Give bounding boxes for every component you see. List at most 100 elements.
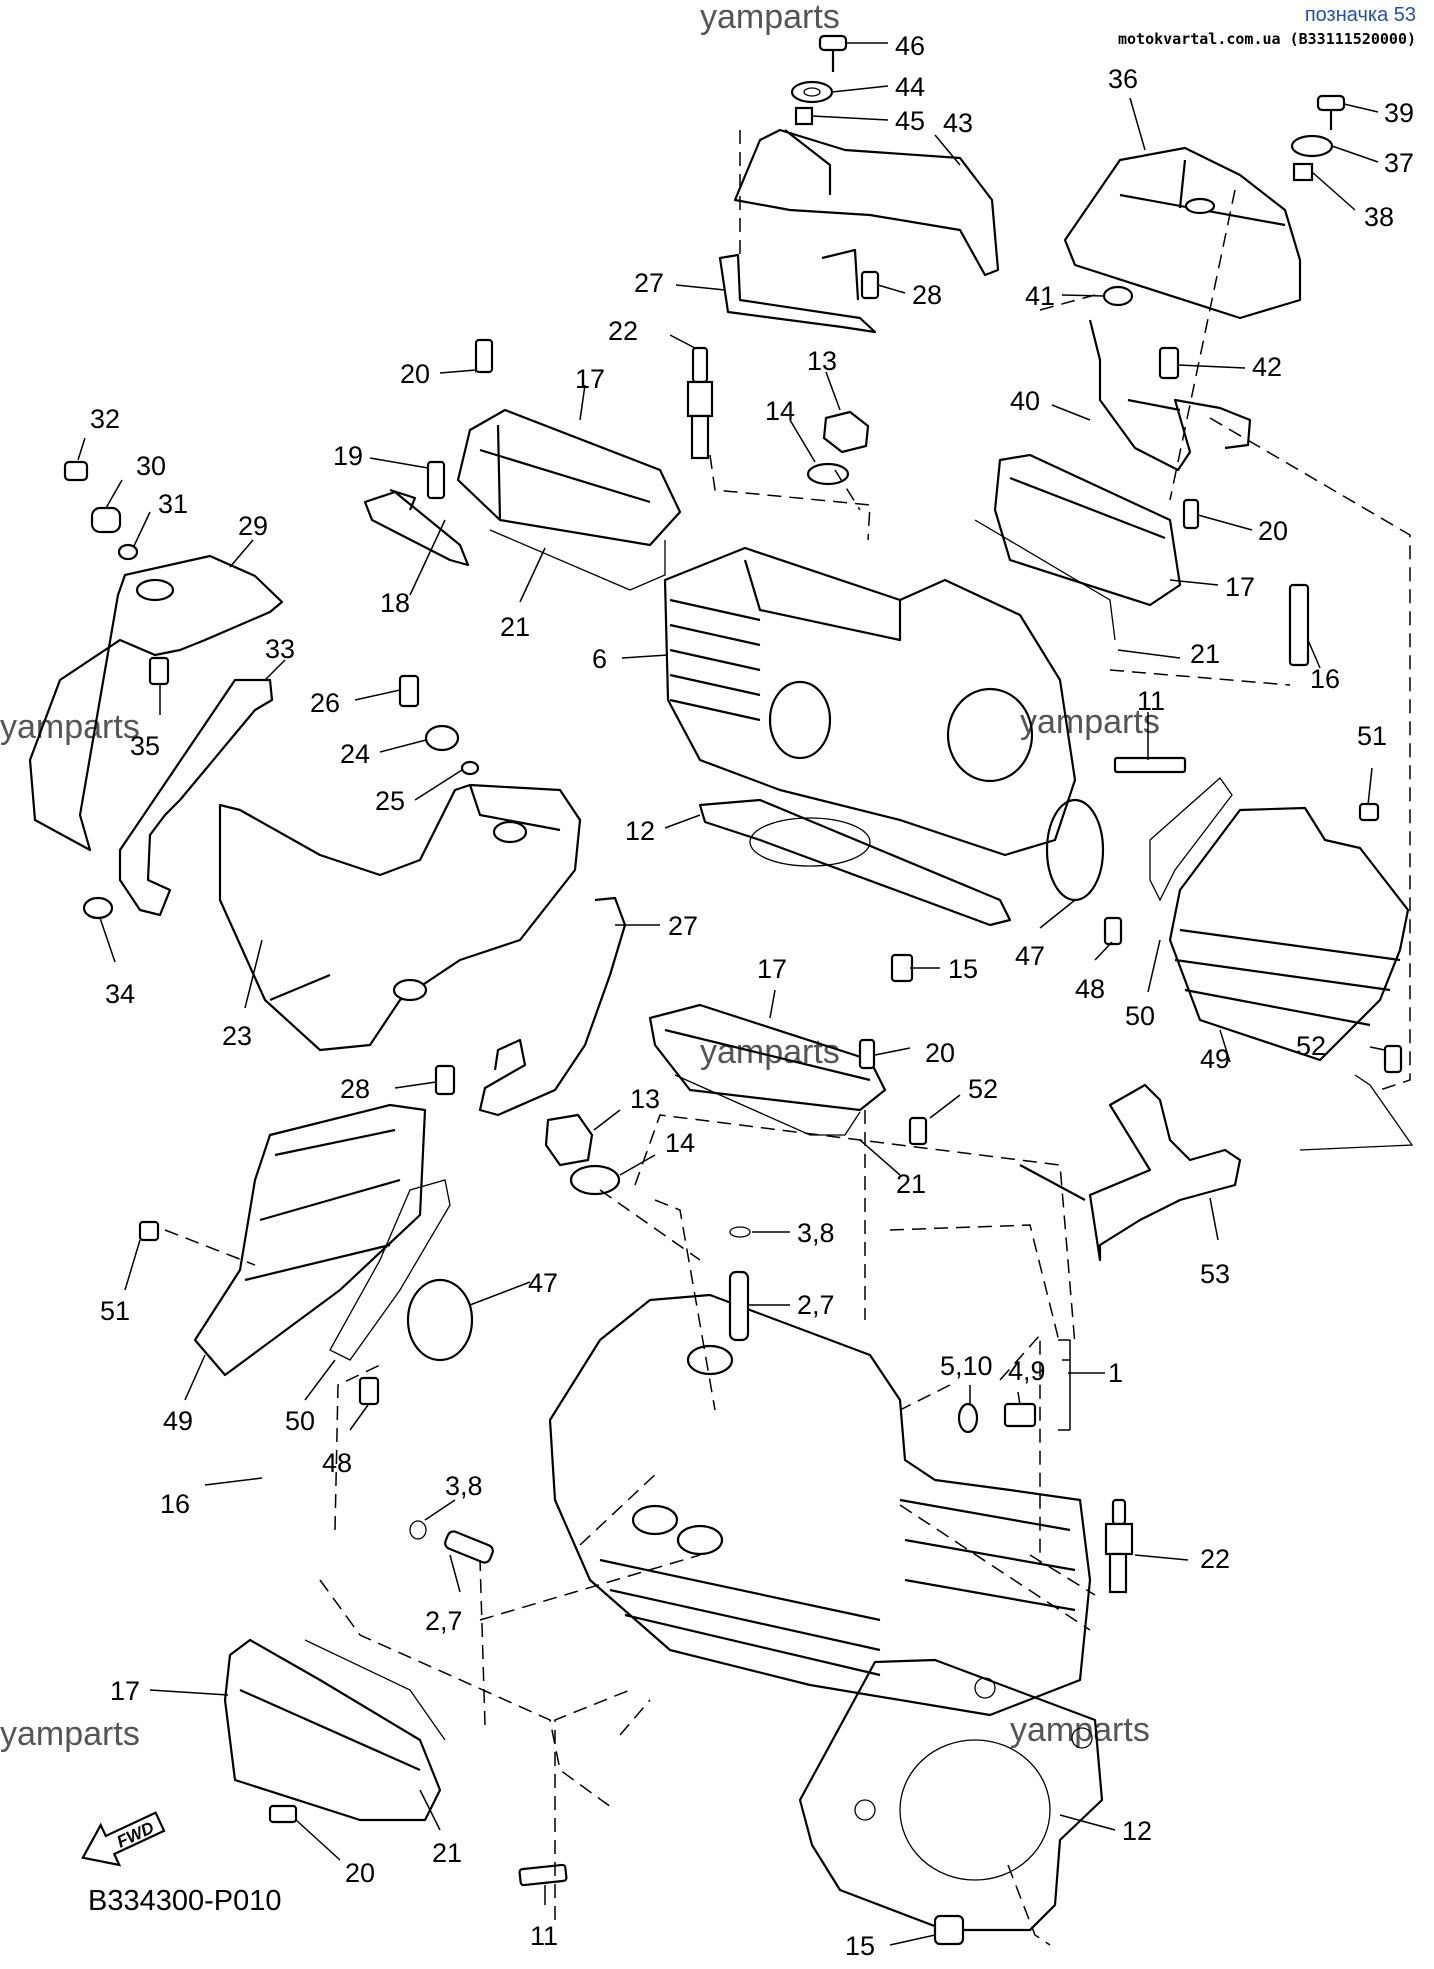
bolt-19-drawing <box>426 460 446 500</box>
valve-cover-17-middle-drawing <box>648 1003 887 1112</box>
bolt-42-drawing <box>1158 346 1180 380</box>
bolt-49-drawing <box>1003 1402 1037 1428</box>
bracket-33-drawing <box>118 678 274 917</box>
callout-20: 20 <box>400 359 430 389</box>
grommet-41-drawing <box>1102 285 1134 307</box>
gasket-21-drawing <box>489 529 666 591</box>
cylinder-head-6-drawing <box>663 546 1077 857</box>
callout-44: 44 <box>895 72 925 102</box>
watermark: yamparts <box>1020 703 1160 741</box>
grommet-37-drawing <box>1290 134 1334 158</box>
cover-29-drawing <box>28 554 284 852</box>
bracket-27-middle-drawing <box>478 896 627 1117</box>
bolt-20-right-drawing <box>1182 498 1200 530</box>
callout-22: 22 <box>608 316 638 346</box>
callout-42: 42 <box>1252 352 1282 382</box>
callout-35: 35 <box>130 731 160 761</box>
callout-32: 32 <box>90 404 120 434</box>
bolt-46-drawing <box>790 34 848 126</box>
grommet-34-drawing <box>82 896 114 920</box>
callout-21d: 21 <box>432 1838 462 1868</box>
clip-38-drawing <box>729 1226 751 1238</box>
diagram-code: B334300-P010 <box>88 1885 282 1917</box>
callout-47: 47 <box>1015 941 1045 971</box>
callout-3-8: 3,8 <box>797 1218 835 1248</box>
callout-13b: 13 <box>630 1084 660 1114</box>
callout-45: 45 <box>895 106 925 136</box>
bracket-53-drawing <box>1019 1083 1242 1262</box>
nut-13-middle-drawing <box>544 1113 594 1167</box>
grommet-24-drawing <box>424 724 460 752</box>
bolt-16-drawing <box>1288 583 1310 667</box>
callout-31: 31 <box>158 489 188 519</box>
callout-11: 11 <box>1137 686 1165 716</box>
callout-17d: 17 <box>110 1676 140 1706</box>
watermark: yamparts <box>0 1715 140 1753</box>
callout-38: 38 <box>1364 202 1394 232</box>
reference-lines <box>164 130 1411 1946</box>
callout-50: 50 <box>1125 1001 1155 1031</box>
callout-12b: 12 <box>1122 1816 1152 1846</box>
bolt-51-left-drawing <box>138 1220 160 1242</box>
cover-43-drawing <box>733 128 1000 277</box>
callout-12: 12 <box>625 816 655 846</box>
bolt-28-middle-drawing <box>434 1064 456 1096</box>
bolt-20-lower-drawing <box>268 1804 298 1824</box>
bolt-35-drawing <box>148 656 170 686</box>
callout-53: 53 <box>1200 1259 1230 1289</box>
gasket-50-left-drawing <box>329 1179 451 1361</box>
callout-39: 39 <box>1384 98 1414 128</box>
callout-6: 6 <box>592 644 607 674</box>
gasket-47-drawing <box>1045 798 1105 902</box>
valve-guide-27-low-drawing <box>444 1530 494 1564</box>
callout-2-7b: 2,7 <box>425 1606 463 1636</box>
collar-31-drawing <box>117 543 139 561</box>
callout-26: 26 <box>310 688 340 718</box>
callout-28: 28 <box>912 280 942 310</box>
dowel-15-drawing <box>890 953 914 983</box>
cover-49-left-drawing <box>193 1103 427 1377</box>
bracket-18-drawing <box>363 488 470 567</box>
watermark: yamparts <box>700 1033 840 1071</box>
cover-23-drawing <box>218 783 582 1052</box>
callout-51: 51 <box>1357 721 1387 751</box>
bolt-39-drawing <box>1316 94 1346 112</box>
callout-27: 27 <box>634 268 664 298</box>
callout-37: 37 <box>1384 148 1414 178</box>
callout-5-10: 5,10 <box>940 1351 993 1381</box>
bolt-48-drawing <box>1103 916 1123 946</box>
callout-28b: 28 <box>340 1074 370 1104</box>
bolt-51-drawing <box>1358 802 1380 822</box>
nut-13-drawing <box>822 410 870 454</box>
stud-11-drawing <box>1113 756 1187 774</box>
callout-23: 23 <box>222 1021 252 1051</box>
callout-21c: 21 <box>896 1169 926 1199</box>
spark-plug-22-lower-drawing <box>1104 1498 1134 1594</box>
callout-47b: 47 <box>528 1268 558 1298</box>
callout-36: 36 <box>1108 64 1138 94</box>
callout-34: 34 <box>105 979 135 1009</box>
valve-guide-27-drawing <box>728 1270 750 1342</box>
callout-14: 14 <box>765 396 795 426</box>
callout-40: 40 <box>1010 386 1040 416</box>
callout-18: 18 <box>380 588 410 618</box>
cylinder-head-1-drawing <box>548 1293 1092 1717</box>
stud-11-lower-drawing <box>518 1863 568 1887</box>
gasket-21-middle-drawing <box>674 1074 861 1136</box>
gasket-50-drawing <box>1149 777 1233 902</box>
valve-cover-17-lower-drawing <box>223 1638 442 1822</box>
callout-1: 1 <box>1108 1358 1123 1388</box>
grommet-30-drawing <box>90 506 122 534</box>
callout-21: 21 <box>500 612 530 642</box>
watermark: yamparts <box>1010 1711 1150 1749</box>
callout-41: 41 <box>1025 281 1055 311</box>
callout-16b: 16 <box>160 1489 190 1519</box>
callout-29: 29 <box>238 511 268 541</box>
bolt-28-drawing <box>860 270 880 300</box>
callout-15: 15 <box>948 954 978 984</box>
callout-24: 24 <box>340 739 370 769</box>
washer-510-drawing <box>957 1402 979 1434</box>
gasket-12-lower-drawing <box>798 1658 1104 1932</box>
callout-2-7: 2,7 <box>797 1290 835 1320</box>
callout-27b: 27 <box>668 911 698 941</box>
